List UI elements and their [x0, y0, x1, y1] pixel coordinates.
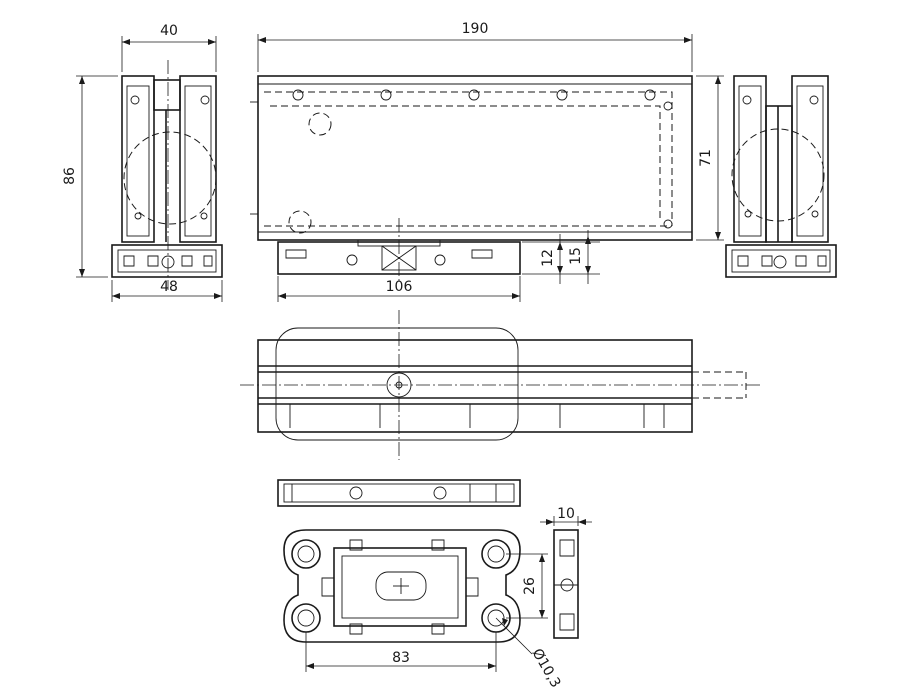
dimension-labels: 40 86 48 190 71 106 12 15 10 26 83 Ø10,3	[62, 21, 714, 691]
right-side-view	[725, 75, 837, 278]
top-view	[240, 310, 760, 460]
base-side-view	[553, 529, 579, 639]
base-plate-view	[283, 529, 521, 643]
dim-label-48: 48	[160, 279, 178, 295]
dim-label-86: 86	[62, 167, 78, 185]
left-side-view	[111, 60, 223, 290]
dim-label-83: 83	[392, 650, 410, 666]
dim-label-12: 12	[540, 249, 556, 267]
front-view	[250, 75, 693, 282]
dim-label-106: 106	[386, 279, 413, 295]
front-view-bolts	[292, 89, 673, 229]
plate-side-view	[277, 479, 521, 507]
dim-label-40: 40	[160, 23, 178, 39]
dim-label-71: 71	[698, 149, 714, 167]
dim-label-diameter: Ø10,3	[529, 646, 564, 691]
dim-label-26: 26	[522, 577, 538, 595]
dim-label-15: 15	[568, 247, 584, 265]
dim-label-10: 10	[557, 506, 575, 522]
dimension-lines	[76, 34, 724, 672]
dim-label-190: 190	[462, 21, 489, 37]
